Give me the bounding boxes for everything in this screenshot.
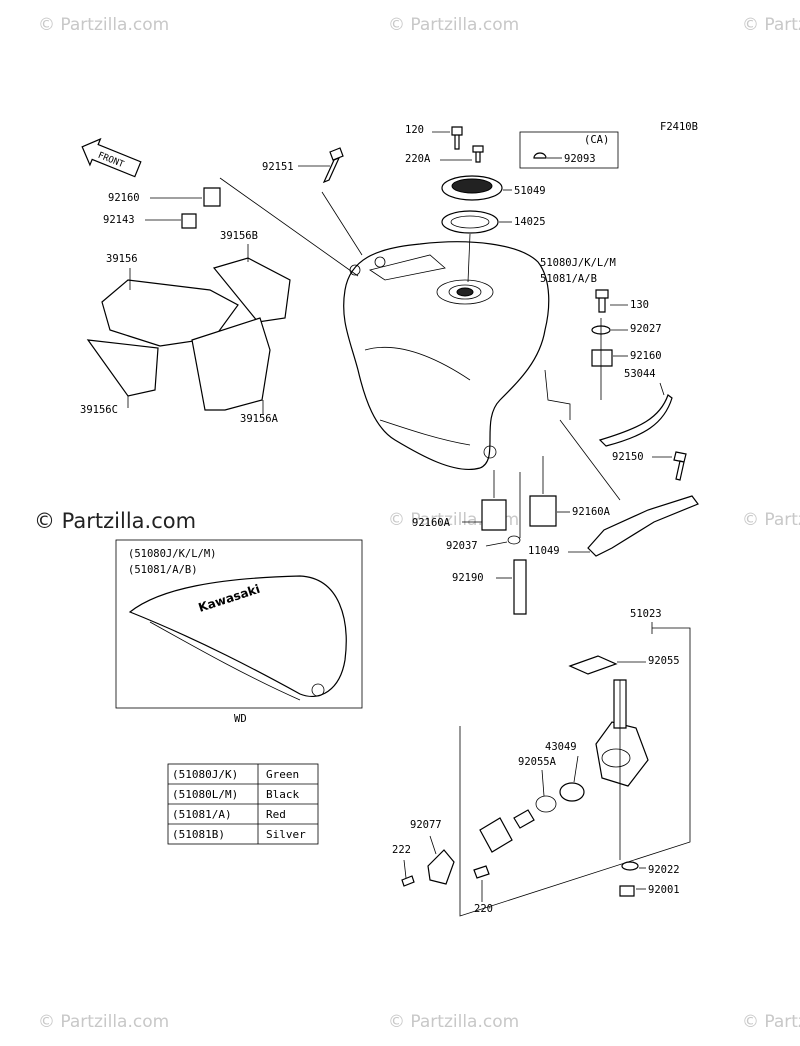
part-number-label: 14025: [514, 216, 546, 228]
washer-icon: [621, 861, 639, 871]
clip-icon: [507, 535, 521, 545]
bolt-icon: [673, 451, 687, 481]
part-number-label: 92150: [612, 451, 644, 463]
watermark-text: © Partzilla.com: [38, 1012, 169, 1032]
part-labels: 120 220A 92151 51049 92160 92143 14025 39156B 39…: [80, 124, 680, 915]
part-number-label: 220A: [405, 153, 431, 165]
part-number-label: 92055A: [518, 756, 557, 768]
inset-tank-wd: (51080J/K/L/M) (51081/A/B) Kawasaki WD: [115, 539, 363, 725]
knee-pad-39156A: [191, 317, 271, 411]
lever-icon: [427, 849, 455, 885]
knee-pad-39156C: [86, 339, 159, 397]
part-number-label: 51080J/K/L/M: [540, 257, 616, 269]
screw-icon: [472, 145, 484, 163]
part-number-label: 92190: [452, 572, 484, 584]
part-number-label: 92037: [446, 540, 478, 552]
damper-icon: [529, 495, 557, 527]
watermark-text: © Partzilla.com: [742, 1012, 800, 1032]
nut-icon: [533, 152, 547, 159]
diagram-code: F2410B: [660, 121, 698, 133]
table-row-color: Black: [266, 788, 299, 801]
part-number-label: 92027: [630, 323, 662, 335]
part-number-label: 92143: [103, 214, 135, 226]
trim-strip-53044: [598, 394, 673, 447]
canada-box: (CA) 92093: [519, 131, 619, 169]
part-number-label: 92001: [648, 884, 680, 896]
color-table: (51080J/K) Green (51080L/M) Black (51081…: [167, 763, 319, 845]
part-number-label: 51023: [630, 608, 662, 620]
table-row-color: Red: [266, 808, 286, 821]
watermark-text: © Partzilla.com: [742, 15, 800, 35]
screw-icon: [401, 875, 415, 887]
bolt-icon: [619, 885, 635, 897]
part-number-label: 51049: [514, 185, 546, 197]
canada-label: (CA): [584, 134, 609, 146]
damper-icon: [203, 187, 221, 207]
part-number-label: 11049: [528, 545, 560, 557]
part-number-label: 39156C: [80, 404, 118, 416]
table-row-code: (51080L/M): [172, 788, 238, 801]
part-number-label: 39156B: [220, 230, 258, 242]
part-number-label: 92077: [410, 819, 442, 831]
damper-icon: [591, 349, 613, 367]
part-number-label: 92151: [262, 161, 294, 173]
part-number-label: 220: [474, 903, 493, 915]
table-row-code: (51081/A): [172, 808, 232, 821]
watermarks: © Partzilla.com © Partzilla.com © Partzi…: [38, 15, 800, 1032]
canada-part-number: 92093: [564, 153, 596, 165]
front-arrow-icon: FRONT: [81, 137, 142, 178]
fuel-tank: [343, 241, 571, 470]
inset-line1: (51080J/K/L/M): [128, 548, 217, 560]
hose-92190: [513, 559, 527, 615]
gasket-icon: [568, 655, 618, 675]
watermark-text: © Partzilla.com: [38, 15, 169, 35]
knee-pad-39156B: [212, 257, 291, 323]
watermark-feature: © Partzilla.com: [34, 509, 196, 533]
part-number-label: 43049: [545, 741, 577, 753]
bolt-icon: [451, 126, 463, 150]
part-number-label: 39156A: [240, 413, 279, 425]
table-row-code: (51080J/K): [172, 768, 238, 781]
inset-caption: WD: [234, 713, 247, 725]
part-number-label: 92022: [648, 864, 680, 876]
grommet-icon: [181, 213, 197, 229]
screw-icon: [473, 865, 490, 879]
bracket-11049: [587, 495, 699, 557]
watermark-text: © Partzilla.com: [742, 510, 800, 530]
part-number-label: 120: [405, 124, 424, 136]
valve-seal-icon: [559, 782, 585, 802]
part-number-label: 92160A: [572, 506, 611, 518]
part-number-label: 92160: [108, 192, 140, 204]
inset-line2: (51081/A/B): [128, 564, 198, 576]
bolt-icon: [595, 289, 609, 313]
part-number-label: 92055: [648, 655, 680, 667]
knee-pad-39156: [101, 279, 239, 347]
filler-cap-icon: [441, 175, 503, 201]
part-number-label: 222: [392, 844, 411, 856]
damper-icon: [481, 499, 507, 531]
watermark-text: © Partzilla.com: [388, 1012, 519, 1032]
table-row-code: (51081B): [172, 828, 225, 841]
table-row-color: Green: [266, 768, 299, 781]
part-number-label: 130: [630, 299, 649, 311]
part-number-label: 92160: [630, 350, 662, 362]
fuel-cock-assembly: [401, 622, 691, 917]
part-number-label: 53044: [624, 368, 656, 380]
part-number-label: 51081/A/B: [540, 273, 597, 285]
part-number-label: 92160A: [412, 517, 451, 529]
filler-gasket-icon: [441, 210, 499, 234]
part-number-label: 39156: [106, 253, 138, 265]
table-row-color: Silver: [266, 828, 306, 841]
watermark-text: © Partzilla.com: [388, 15, 519, 35]
o-ring-icon: [535, 795, 557, 813]
bolt-icon: [322, 147, 344, 184]
